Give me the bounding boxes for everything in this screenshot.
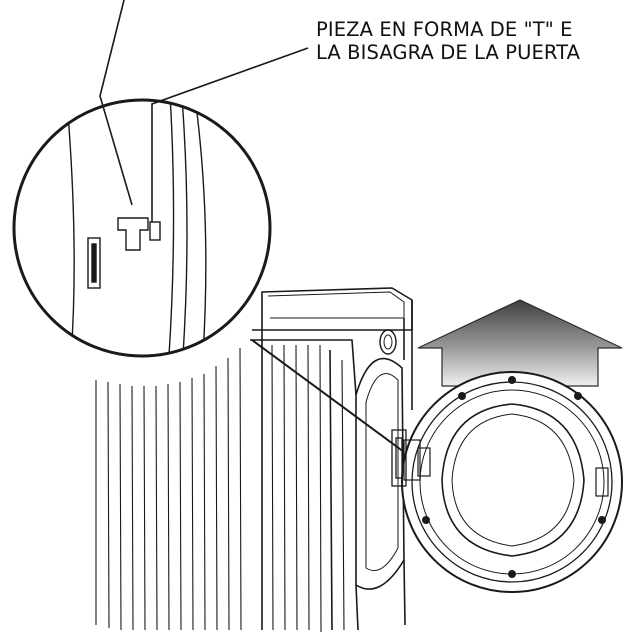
magnified-detail: [12, 98, 272, 358]
dryer-cabinet: [250, 287, 413, 631]
callout-line-1: PIEZA EN FORMA DE "T" E: [316, 18, 573, 41]
callout-line-2: LA BISAGRA DE LA PUERTA: [316, 41, 581, 64]
lift-arrow: [417, 299, 623, 387]
callout-leader-lines: [99, 0, 309, 222]
callout-label: PIEZA EN FORMA DE "T" E LA BISAGRA DE LA…: [316, 18, 633, 64]
dryer-door: [401, 371, 623, 593]
door-hinge: [391, 429, 407, 487]
detail-leader-line: [251, 339, 405, 453]
dryer-side-lines: [95, 344, 345, 633]
